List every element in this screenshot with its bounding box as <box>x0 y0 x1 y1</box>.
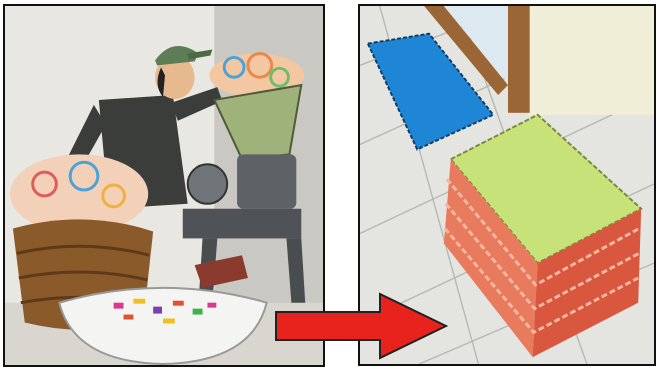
right-arrow-icon <box>270 290 450 362</box>
